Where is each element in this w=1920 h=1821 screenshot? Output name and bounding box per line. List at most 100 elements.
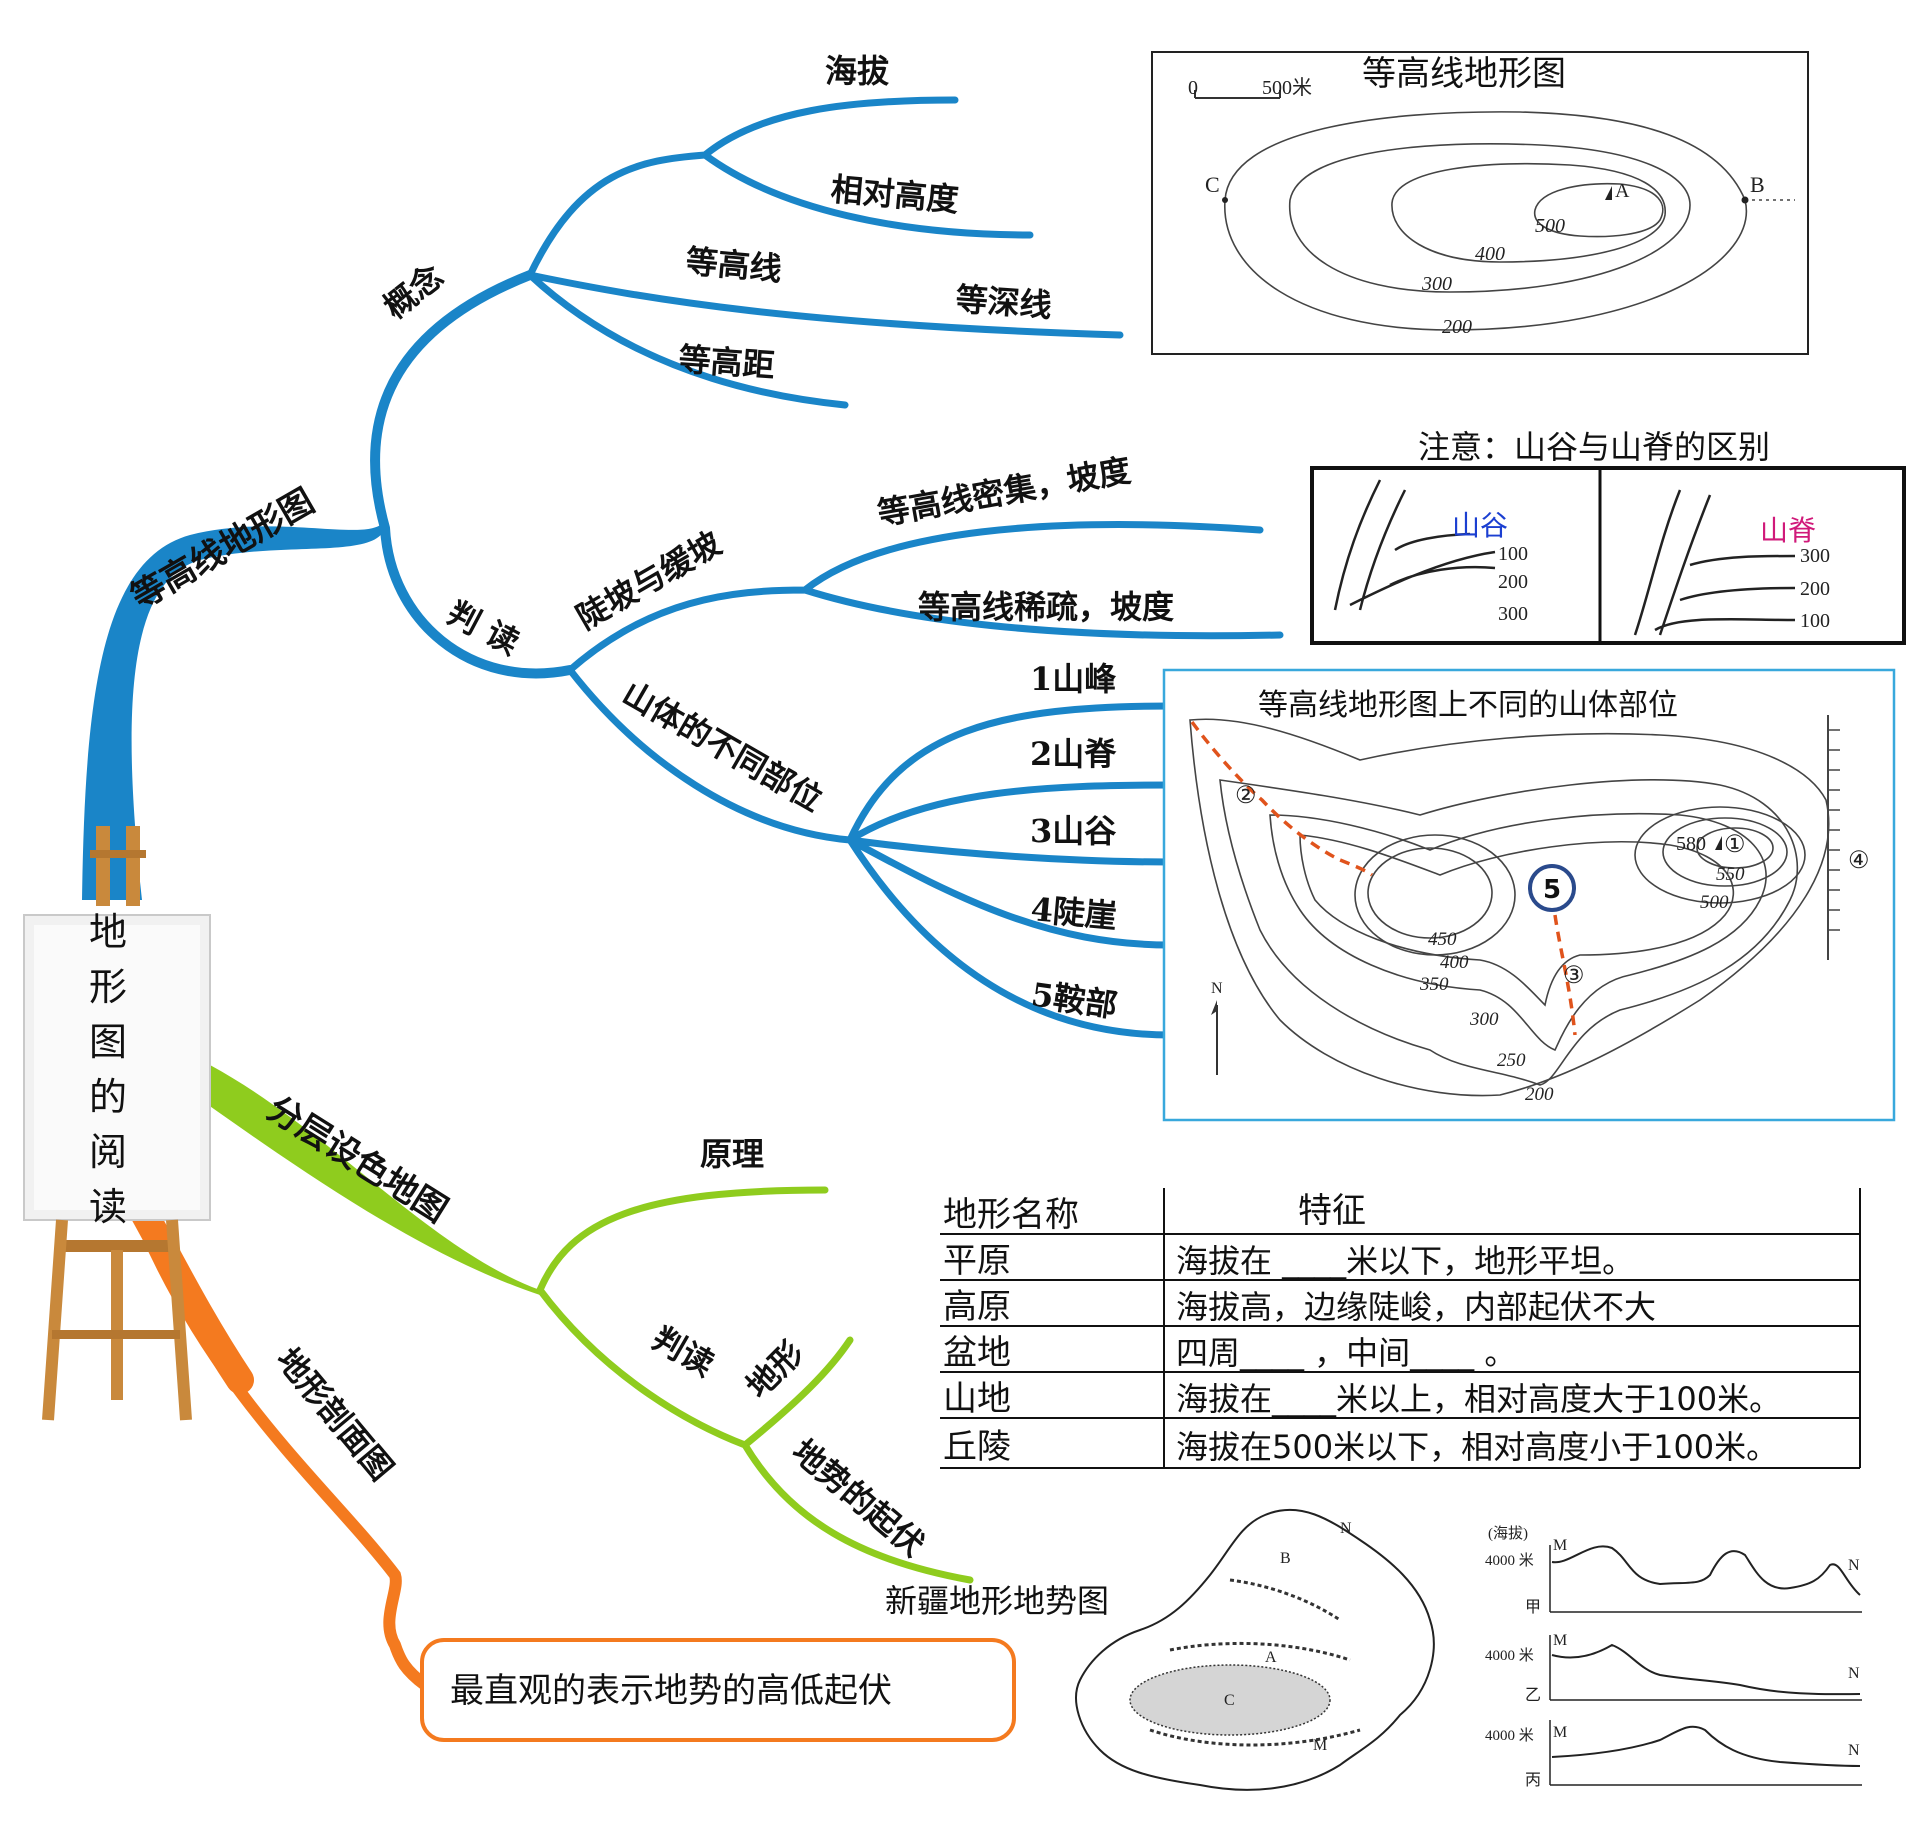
fig3-title: 等高线地形图上不同的山体部位 xyxy=(1258,688,1678,723)
profile-bing-end: N xyxy=(1848,1742,1860,1759)
xinjiang-mountain-ranges xyxy=(1149,1578,1361,1747)
table-cell-plateau: 高原 xyxy=(943,1287,1011,1327)
profile-axis-title: (海拔) xyxy=(1488,1525,1528,1542)
root-easel: 地 形 图 的 阅 读 xyxy=(23,826,211,1421)
table-cell-hill: 丘陵 xyxy=(943,1427,1011,1467)
root-char-4: 的 xyxy=(89,1075,127,1119)
fig3-left-hill-1 xyxy=(1354,834,1516,956)
fig3-label-550: 550 xyxy=(1716,864,1745,885)
terrain-profiles: (海拔) 4000 米 M N 甲 4000 米 M N 乙 4000 米 M … xyxy=(1485,1525,1862,1789)
profile-yi-line xyxy=(1551,1643,1861,1696)
fig3-saddle-marker xyxy=(1528,864,1576,912)
concept-branches xyxy=(526,96,1124,409)
profile-jia-end: N xyxy=(1848,1557,1860,1574)
table-cell-mountain: 山地 xyxy=(943,1379,1011,1419)
profile-yi-end: N xyxy=(1848,1665,1860,1682)
fig3-label-300: 300 xyxy=(1469,1009,1499,1030)
part-cliff: 4陡崖 xyxy=(1029,890,1118,935)
fig1-label-b: B xyxy=(1750,172,1765,197)
concept-label: 概念 xyxy=(377,257,451,326)
main-trunk-blue xyxy=(82,520,385,900)
profile-yi-name: 乙 xyxy=(1525,1687,1541,1704)
landform-table: 地形名称 特征 平原 海拔在 ____米以下，地形平坦。 高原 海拔高，边缘陡峻… xyxy=(940,1188,1861,1469)
profile-jia-start: M xyxy=(1553,1537,1567,1554)
fig3-marker-4: ④ xyxy=(1848,848,1870,874)
fig1-scale-end: 500米 xyxy=(1262,76,1312,99)
slope-branches xyxy=(566,521,1284,674)
fig1-scale-zero: 0 xyxy=(1188,77,1198,99)
fig3-peak-icon xyxy=(1715,836,1722,850)
fig1-frame xyxy=(1151,51,1809,355)
fig3-valley-dashes xyxy=(1553,914,1577,1036)
fig3-marker-5: 5 xyxy=(1543,875,1561,905)
fig1-contour-300 xyxy=(1288,143,1691,293)
table-cell-plateau-feature: 海拔高，边缘陡峻，内部起伏不大 xyxy=(1176,1288,1656,1326)
root-char-3: 图 xyxy=(89,1020,127,1064)
root-char-5: 阅 xyxy=(89,1130,127,1174)
fig2-ridge-200: 200 xyxy=(1800,578,1830,600)
table-cell-hill-feature: 海拔在500米以下，相对高度小于100米。 xyxy=(1176,1428,1778,1466)
fig2-ridge-label: 山脊 xyxy=(1760,514,1816,547)
fig2-ridge-lines xyxy=(1633,489,1796,636)
fig3-left-hill-2 xyxy=(1367,847,1493,939)
fig3-marker-2: ② xyxy=(1235,783,1257,809)
fig3-label-350: 350 xyxy=(1419,974,1449,995)
profile-jia-tick: 4000 米 xyxy=(1485,1552,1534,1569)
fig3-label-450: 450 xyxy=(1428,929,1457,950)
xinjiang-outline xyxy=(1075,1508,1435,1791)
fig3-frame xyxy=(1162,668,1896,1122)
table-cell-basin: 盆地 xyxy=(943,1333,1011,1373)
xinjiang-label-a: A xyxy=(1265,1649,1277,1666)
slope-sparse: 等高线稀疏，坡度 xyxy=(918,588,1174,626)
fig2-valley-label: 山谷 xyxy=(1452,509,1508,542)
fig3-right-hill-1 xyxy=(1634,806,1806,904)
fig1-contour-400 xyxy=(1391,162,1666,263)
fig3-label-200: 200 xyxy=(1525,1084,1554,1105)
table-cell-basin-feature: 四周____ ，中间____ 。 xyxy=(1176,1334,1516,1372)
easel-legs xyxy=(42,1219,192,1421)
easel-top-bar xyxy=(90,850,146,858)
fig3-label-250: 250 xyxy=(1497,1050,1526,1071)
fig3-contour-3 xyxy=(1269,812,1767,1052)
fig3-north-arrowhead xyxy=(1211,1000,1217,1015)
profile-jia-name: 甲 xyxy=(1525,1599,1541,1616)
table-cell-mountain-feature: 海拔在____米以上，相对高度大于100米。 xyxy=(1176,1380,1781,1418)
fig3-right-hill-2 xyxy=(1662,817,1788,887)
easel-top-right xyxy=(126,826,140,906)
easel-canvas-inner xyxy=(34,925,200,1210)
xinjiang-label-n: N xyxy=(1340,1520,1352,1537)
concept-altitude: 海拔 xyxy=(825,52,890,90)
branch-contour-map: 等高线地形图 概念 海拔 相对高度 等高线 等深线 等高距 判 读 陡坡与缓坡 … xyxy=(82,52,1284,1039)
part-valley: 3山谷 xyxy=(1030,812,1116,850)
fig3-contour-outer xyxy=(1189,718,1830,1097)
branch-profile-map: 地形剖面图 最直观的表示地势的高低起伏 xyxy=(131,1201,1016,1742)
xinjiang-label-m: M xyxy=(1313,1737,1327,1754)
fig1-title: 等高线地形图 xyxy=(1362,54,1566,94)
fig2-frame xyxy=(1310,466,1906,645)
root-char-1: 地 xyxy=(89,910,127,954)
concept-contour-line: 等高线 xyxy=(684,242,783,288)
profile-box xyxy=(420,1638,1016,1742)
figure-mountain-parts: 等高线地形图上不同的山体部位 5 580 ① ② ③ ④ 550 500 450… xyxy=(1162,668,1896,1122)
table-header-feature: 特征 xyxy=(1298,1191,1366,1231)
fig3-cliff-hatch xyxy=(1828,729,1840,931)
fig2-title: 注意：山谷与山脊的区别 xyxy=(1418,428,1770,466)
root-title: 地 形 图 的 阅 读 xyxy=(89,910,127,1229)
part-ridge: 2山脊 xyxy=(1030,735,1117,773)
profile-bing-tick: 4000 米 xyxy=(1485,1727,1534,1744)
profile-map-label: 地形剖面图 xyxy=(269,1341,401,1488)
fig3-contour-2 xyxy=(1219,779,1799,1086)
green-judge-label: 判读 xyxy=(646,1319,720,1384)
fig1-label-c: C xyxy=(1205,172,1220,197)
figure-valley-ridge: 注意：山谷与山脊的区别 山谷 100 200 300 山脊 300 200 10… xyxy=(1310,428,1906,645)
principle-label: 原理 xyxy=(700,1135,764,1173)
easel-ledge xyxy=(55,1240,175,1252)
fig1-peak-icon xyxy=(1605,186,1612,200)
fig1-contour-label-400: 400 xyxy=(1475,243,1505,265)
orange-trunk-thick xyxy=(131,1201,254,1394)
xinjiang-map: N B A C M xyxy=(1075,1508,1435,1791)
parts-branches xyxy=(566,666,1174,1039)
fig1-contour-500 xyxy=(1533,182,1664,238)
part-saddle: 5鞍部 xyxy=(1029,975,1120,1025)
